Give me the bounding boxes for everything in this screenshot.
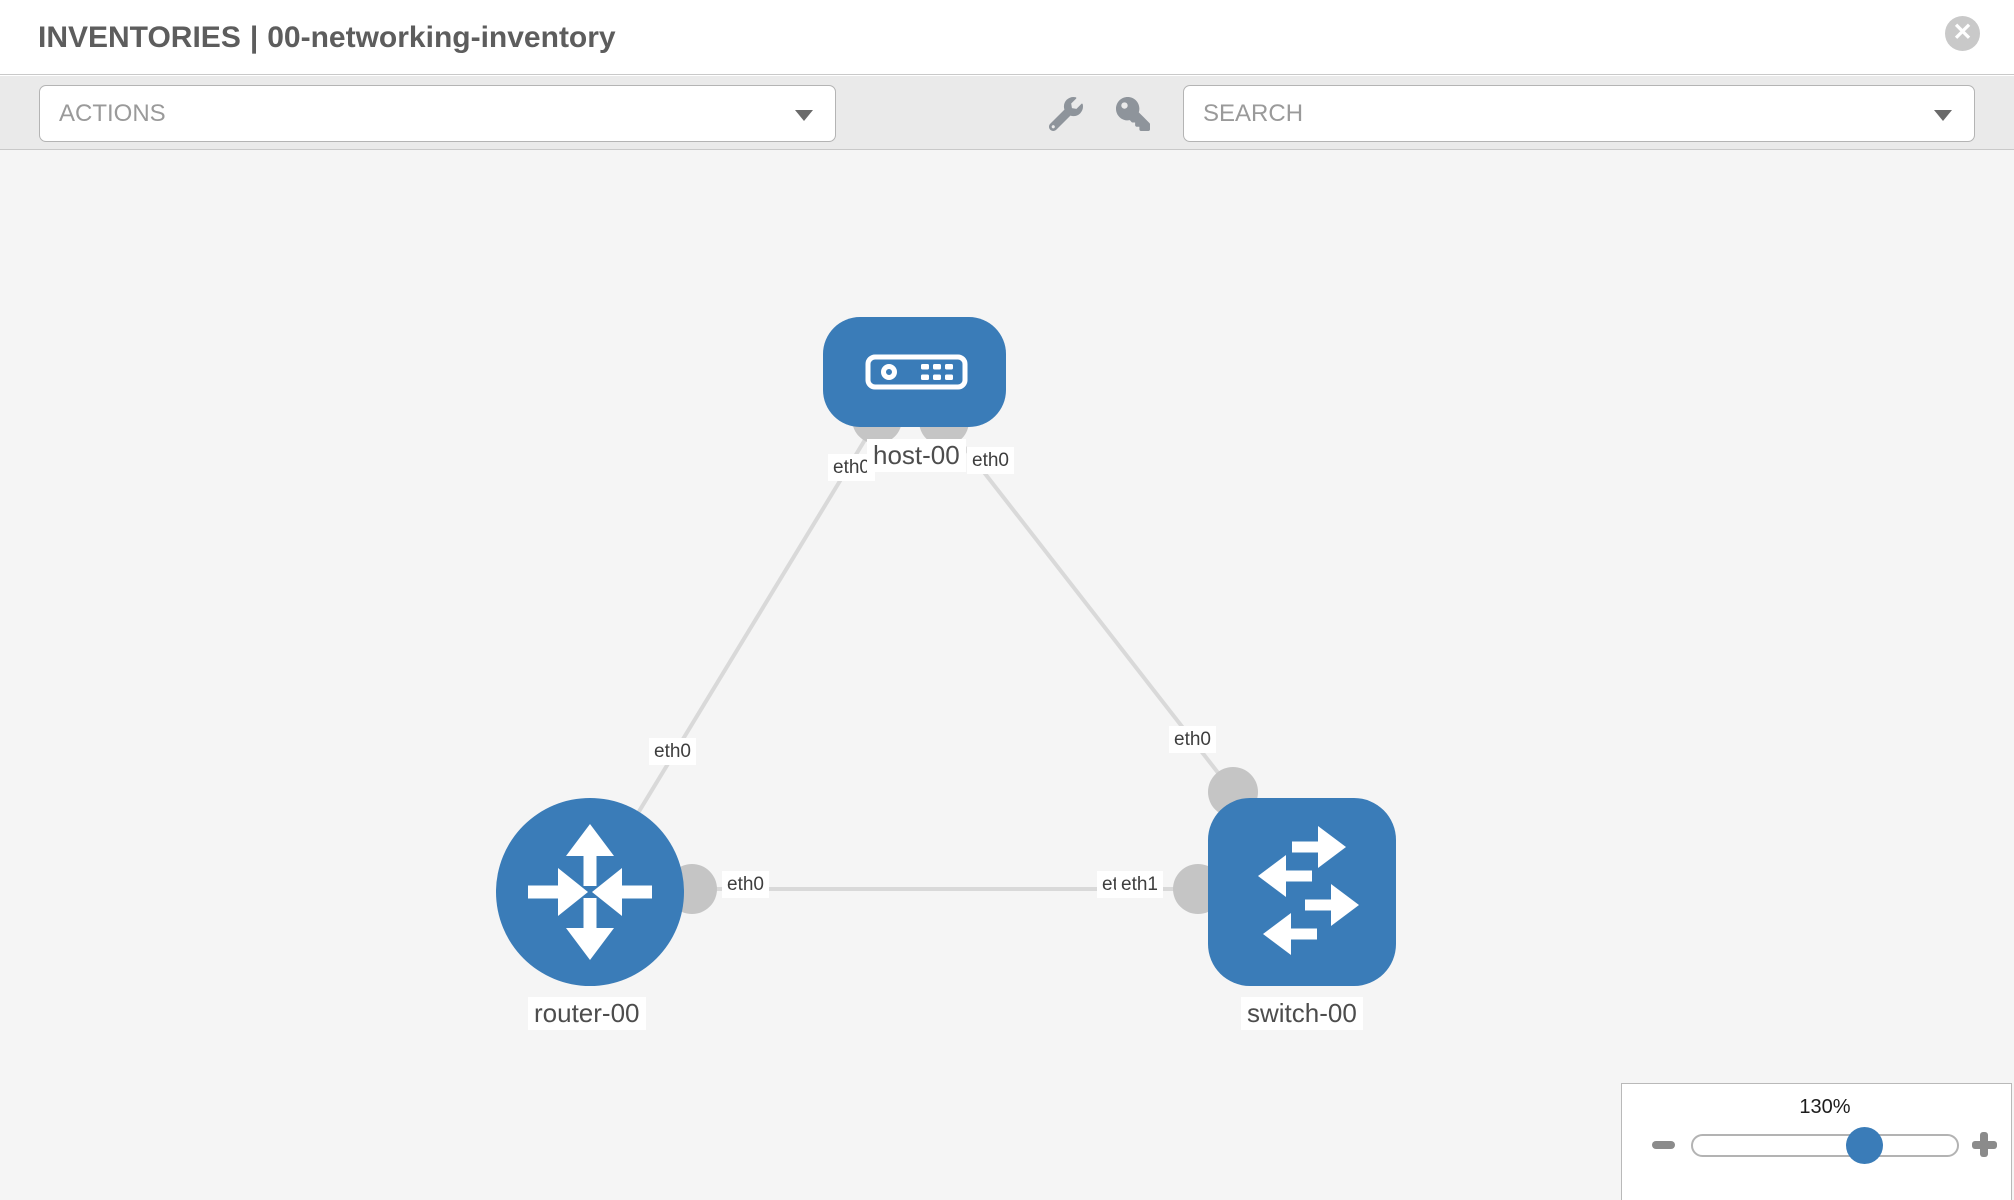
search-dropdown-label: SEARCH — [1203, 100, 1304, 127]
interface-label: eth0 — [828, 454, 875, 481]
page-title-section: INVENTORIES — [38, 21, 241, 54]
topology-graph — [496, 317, 1396, 986]
switch-icon — [1258, 826, 1359, 955]
header-bar: INVENTORIES|00-networking-inventory ✕ — [0, 0, 2014, 75]
interface-label: eth0 — [649, 738, 696, 765]
close-icon[interactable]: ✕ — [1945, 16, 1980, 51]
zoom-slider-track[interactable] — [1691, 1134, 1959, 1157]
interface-label: eth1 — [1116, 871, 1163, 898]
page-title: INVENTORIES|00-networking-inventory — [38, 0, 625, 75]
node-switch[interactable] — [1208, 798, 1396, 986]
chevron-down-icon — [795, 110, 813, 121]
zoom-slider-thumb[interactable] — [1846, 1127, 1883, 1164]
zoom-out-minus-icon[interactable] — [1652, 1141, 1675, 1149]
interface-label: eth0 — [967, 447, 1014, 474]
topology-canvas[interactable]: eth0 eth0 eth0 eth0 eth0 eth0 eth1 host-… — [0, 150, 2014, 1200]
node-label-router: router-00 — [528, 997, 646, 1030]
toolbar: ACTIONS SEARCH — [0, 76, 2014, 150]
actions-dropdown[interactable]: ACTIONS — [39, 85, 836, 142]
node-host[interactable] — [823, 317, 1006, 427]
wrench-icon[interactable] — [1048, 97, 1083, 132]
node-router[interactable] — [496, 798, 684, 986]
page-title-inventory-name: 00-networking-inventory — [267, 21, 616, 54]
actions-dropdown-label: ACTIONS — [59, 100, 166, 127]
key-icon[interactable] — [1116, 97, 1150, 131]
interface-label: eth0 — [722, 871, 769, 898]
node-label-switch: switch-00 — [1241, 997, 1363, 1030]
zoom-level: 130% — [1799, 1096, 1851, 1118]
host-icon — [865, 354, 968, 390]
search-dropdown[interactable]: SEARCH — [1183, 85, 1975, 142]
zoom-in-plus-icon[interactable] — [1980, 1132, 1988, 1157]
interface-label: eth0 — [1169, 726, 1216, 753]
chevron-down-icon — [1934, 110, 1952, 121]
node-label-host: host-00 — [867, 439, 966, 472]
page-title-separator: | — [249, 21, 259, 54]
zoom-control-panel: 130% — [1621, 1083, 2012, 1200]
router-icon — [528, 824, 652, 960]
